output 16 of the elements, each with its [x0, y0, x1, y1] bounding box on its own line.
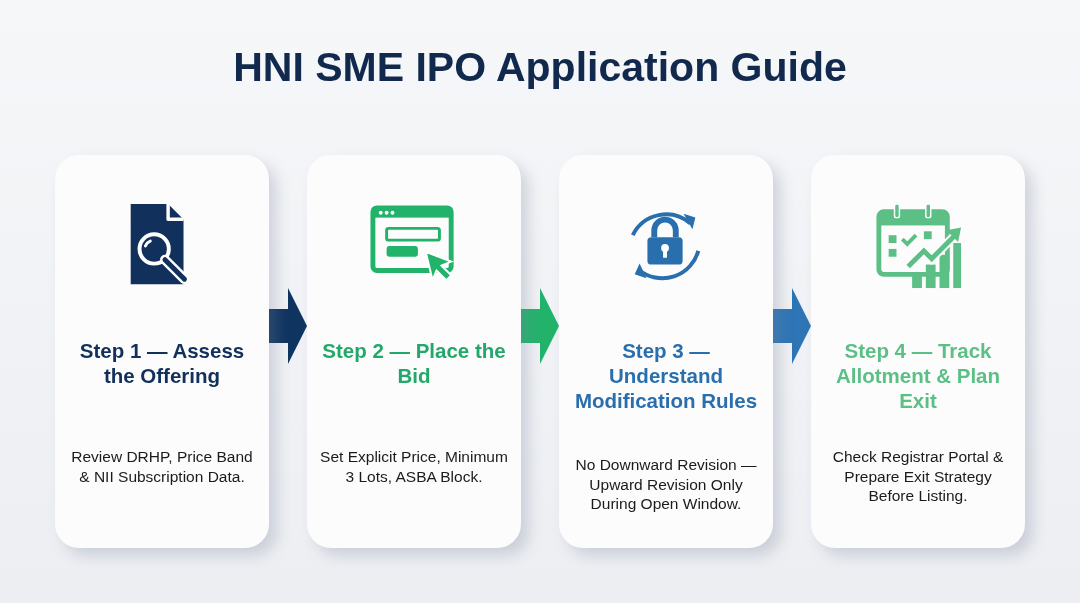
step-heading: Step 1 — Assess the Offering: [78, 338, 246, 388]
step-card: [55, 155, 269, 548]
step-heading: Step 2 — Place the Bid: [321, 338, 507, 388]
step-description: Review DRHP, Price Band & NII Subscription Data.: [70, 447, 254, 486]
step-heading: Step 4 — Track Allotment & Plan Exit: [835, 338, 1001, 413]
step-description: Set Explicit Price, Minimum 3 Lots, ASBA Block.: [319, 447, 509, 486]
block-arrow: [521, 288, 559, 364]
title: HNI SME IPO Application Guide: [232, 44, 848, 91]
step-heading: Step 3 — Understand Modification Rules: [573, 338, 759, 413]
block-arrow: [773, 288, 811, 364]
step-card: [307, 155, 521, 548]
step-description: Check Registrar Portal & Prepare Exit Strategy Before Listing.: [831, 447, 1005, 506]
block-arrow: [269, 288, 307, 364]
step-description: No Downward Revision — Upward Revision Only During Open Window.: [574, 455, 758, 514]
step-card: [811, 155, 1025, 548]
step-card: [559, 155, 773, 548]
